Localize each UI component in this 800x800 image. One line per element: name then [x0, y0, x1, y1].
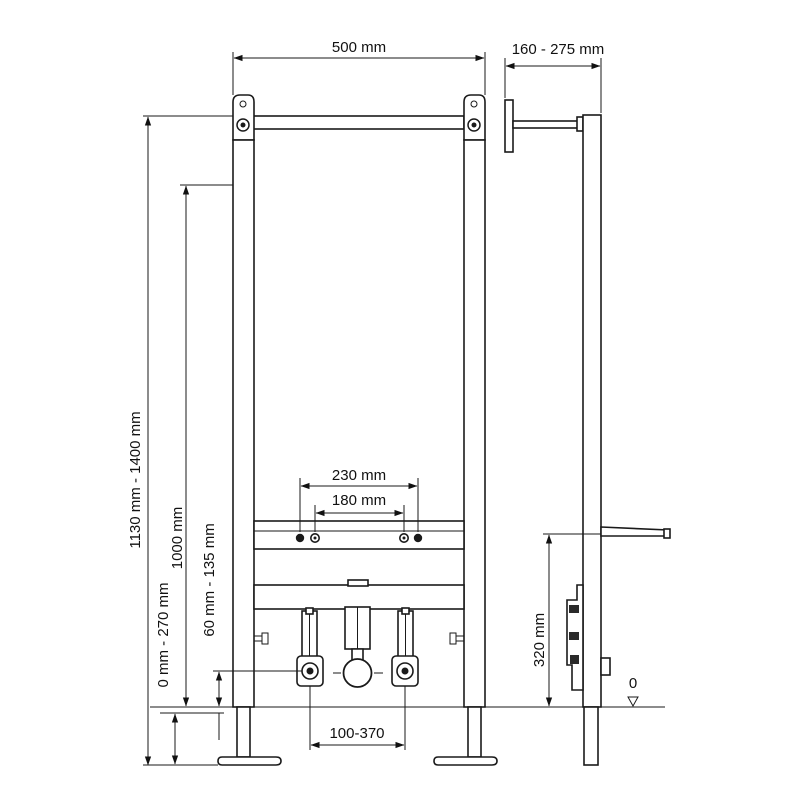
right-mounting-tab — [463, 94, 486, 141]
wall-bracket-plate — [504, 99, 514, 153]
side-height-label: 320 mm — [531, 613, 548, 667]
right-supply-bracket — [391, 607, 419, 687]
wall-bracket-rod — [512, 120, 579, 129]
arm-end-cap — [663, 528, 671, 539]
dimension-crossbar-height: 1000 mm — [169, 184, 233, 707]
right-upright — [463, 139, 486, 708]
bolt-spacing-inner-label: 180 mm — [332, 492, 386, 509]
left-mounting-tab — [232, 94, 255, 141]
mounting-crossbar — [253, 520, 465, 550]
bolt-spacing-outer-label: 230 mm — [332, 467, 386, 484]
lower-crossbar — [253, 584, 465, 610]
outlet-spacing-label: 100-370 — [329, 725, 384, 742]
left-tab-slot — [239, 100, 247, 108]
dimension-wall-depth: 160 - 275 mm — [504, 41, 605, 113]
dimension-fitting-height: 60 mm - 135 mm — [201, 523, 302, 740]
frame-width-label: 500 mm — [332, 39, 386, 56]
dimension-frame-width: 500 mm — [232, 39, 486, 95]
side-connector-tab — [600, 657, 611, 676]
wall-depth-label: 160 - 275 mm — [512, 41, 605, 58]
side-view — [504, 99, 671, 766]
top-crossbar — [251, 115, 465, 130]
fitting-height-label: 60 mm - 135 mm — [201, 523, 218, 636]
total-height-label: 1130 mm - 1400 mm — [127, 411, 144, 548]
crossbar-height-label: 1000 mm — [169, 507, 186, 570]
side-foot — [583, 706, 599, 766]
floor-level-label: 0 — [629, 675, 637, 692]
front-frame — [217, 94, 498, 766]
right-side-screw-icon — [449, 632, 465, 645]
left-side-screw-icon — [253, 632, 269, 645]
right-tab-slot — [470, 100, 478, 108]
dimension-foot-adjust: 0 mm - 270 mm — [155, 582, 179, 765]
floor-level-marker: 0 — [627, 675, 639, 708]
wall-bracket-nut — [576, 116, 584, 132]
side-upright — [582, 114, 602, 708]
dimension-side-height: 320 mm — [531, 533, 601, 707]
foot-adjust-label: 0 mm - 270 mm — [155, 582, 172, 687]
drain-outlet-icon — [342, 658, 373, 688]
left-foot-plate — [217, 756, 282, 766]
right-foot-leg — [467, 706, 482, 758]
crossbar-clip — [347, 579, 369, 587]
dimension-bolt-spacing-outer: 230 mm — [299, 467, 419, 532]
dimension-outlet-spacing: 100-370 — [309, 686, 406, 750]
drain-assembly — [333, 606, 383, 688]
side-support-arm — [600, 526, 669, 537]
level-triangle-icon — [627, 696, 639, 708]
left-supply-bracket — [296, 607, 324, 687]
left-upright — [232, 139, 255, 708]
left-foot-leg — [236, 706, 251, 758]
stud-icon — [413, 533, 423, 543]
dimension-total-height: 1130 mm - 1400 mm — [127, 115, 233, 766]
dimension-bolt-spacing-inner: 180 mm — [314, 492, 405, 532]
right-foot-plate — [433, 756, 498, 766]
stud-icon — [295, 533, 305, 543]
